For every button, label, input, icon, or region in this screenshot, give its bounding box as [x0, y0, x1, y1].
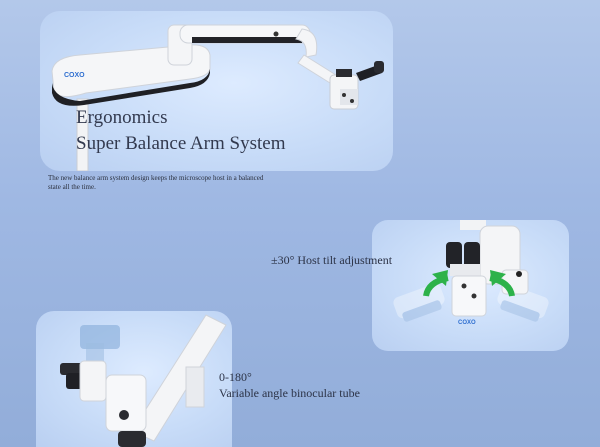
tilt-adjustment-label: ±30° Host tilt adjustment — [271, 253, 393, 267]
coxo-logo-small: COXO — [458, 320, 476, 326]
coxo-logo: COXO — [64, 72, 85, 79]
tilt-adjustment-card: COXO — [372, 220, 569, 351]
balance-arm-description: The new balance arm system design keeps … — [48, 174, 264, 191]
tilt-adjustment-image: COXO — [393, 220, 549, 326]
balance-arm-image: COXO — [51, 24, 384, 171]
balance-arm-card: COXO — [40, 11, 393, 171]
heading-balance-arm: Super Balance Arm System — [76, 133, 286, 154]
tube-angle-label: Variable angle binocular tube — [219, 386, 360, 400]
tilt-ghost-left — [393, 283, 445, 322]
tube-angle-range: 0-180° — [219, 370, 252, 384]
binocular-tube-image — [60, 314, 227, 447]
binocular-tube-card — [36, 311, 232, 447]
heading-ergonomics: Ergonomics — [76, 107, 168, 128]
